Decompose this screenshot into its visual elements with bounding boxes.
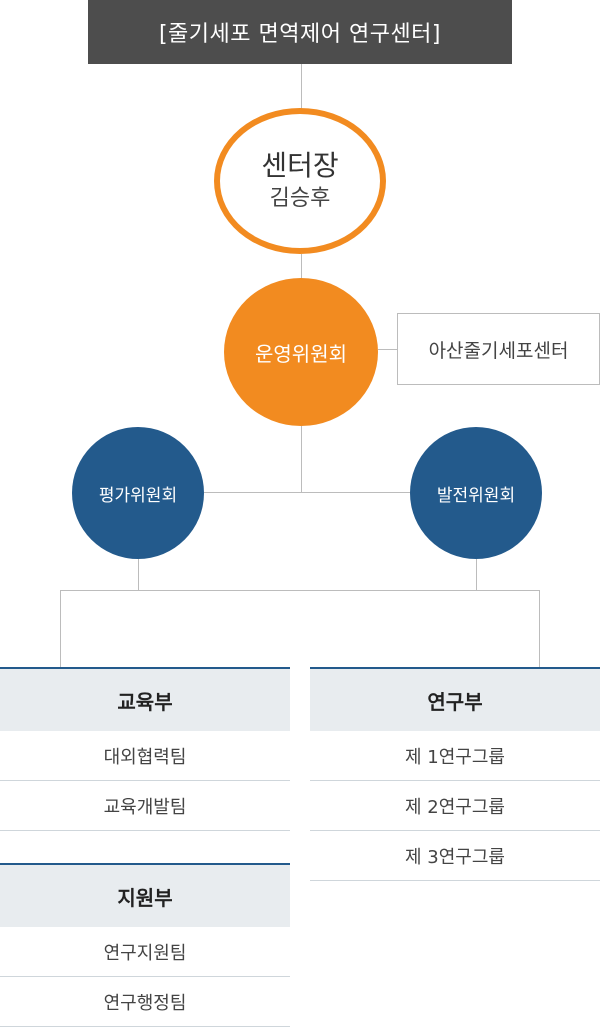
research-department: 연구부 제 1연구그룹 제 2연구그룹 제 3연구그룹 xyxy=(310,667,600,881)
research-group-item: 제 2연구그룹 xyxy=(310,781,600,831)
steering-committee-node: 운영위원회 xyxy=(224,278,378,426)
connector-director-steering xyxy=(301,254,302,280)
connector-committees xyxy=(204,492,410,493)
connector-eval-down xyxy=(138,559,139,591)
research-group-item: 제 3연구그룹 xyxy=(310,831,600,881)
development-committee-node: 발전위원회 xyxy=(410,427,542,559)
evaluation-committee-label: 평가위원회 xyxy=(98,485,178,506)
research-group-item: 제 1연구그룹 xyxy=(310,731,600,781)
connector-steering-down xyxy=(301,426,302,493)
steering-committee-label: 운영위원회 xyxy=(255,341,347,366)
support-team-item: 연구행정팀 xyxy=(0,977,290,1027)
connector-steering-side xyxy=(378,349,398,350)
education-department: 교육부 대외협력팀 교육개발팀 xyxy=(0,667,290,831)
affiliated-center-box: 아산줄기세포센터 xyxy=(397,313,600,385)
connector-title-director xyxy=(301,64,302,110)
support-team-item: 연구지원팀 xyxy=(0,927,290,977)
connector-dept-horizontal xyxy=(60,590,540,591)
education-team-item: 대외협력팀 xyxy=(0,731,290,781)
education-team-item: 교육개발팀 xyxy=(0,781,290,831)
evaluation-committee-node: 평가위원회 xyxy=(72,427,204,559)
support-department-title: 지원부 xyxy=(0,863,290,927)
research-department-title: 연구부 xyxy=(310,667,600,731)
connector-edu-down xyxy=(60,590,61,668)
director-node: 센터장 김승후 xyxy=(214,108,386,254)
center-title: [줄기세포 면역제어 연구센터] xyxy=(88,0,512,64)
connector-res-down xyxy=(539,590,540,668)
support-department: 지원부 연구지원팀 연구행정팀 xyxy=(0,863,290,1027)
director-name: 김승후 xyxy=(269,186,331,211)
education-department-title: 교육부 xyxy=(0,667,290,731)
director-role: 센터장 xyxy=(261,149,339,182)
development-committee-label: 발전위원회 xyxy=(436,485,516,506)
connector-dev-down xyxy=(476,559,477,591)
